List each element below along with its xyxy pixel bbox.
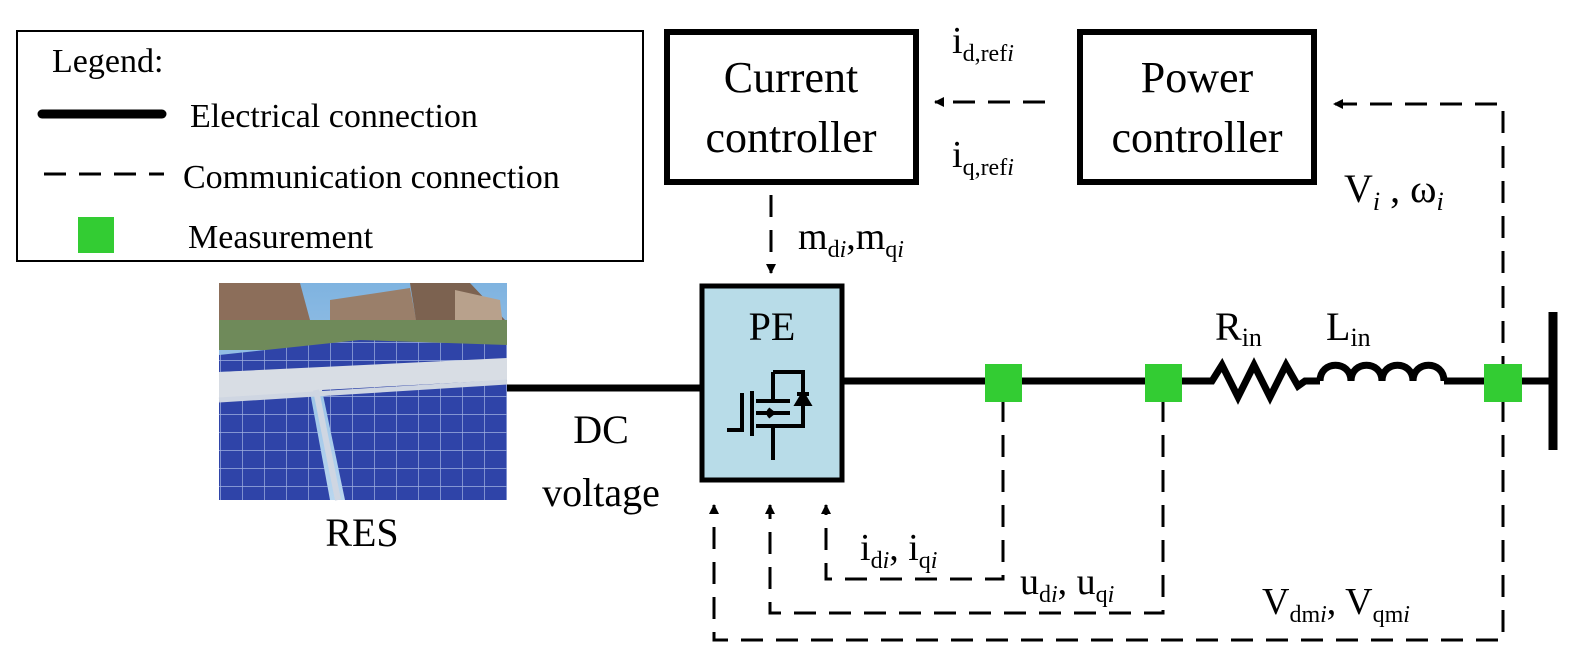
power-controller-label-line2: controller [1111,113,1282,162]
measurement-point-grid [1484,364,1522,402]
legend-box [16,30,644,262]
dc-voltage-label-line1: DC [573,407,629,452]
voltage-measurement-label: udi, uqi [1020,561,1114,608]
current-feedback-path [821,400,1005,581]
inductance-label: Lin [1326,304,1371,352]
measurement-point-current [985,364,1022,402]
mosfet-symbol-icon [727,370,813,460]
voltage-frequency-feedback-path [1333,99,1505,378]
current-controller-label-line2: controller [705,113,876,162]
resistor-symbol-icon [1206,357,1320,405]
legend-electrical-label: Electrical connection [190,98,478,135]
res-label: RES [325,510,398,555]
legend: Legend: Electrical connection Communicat… [16,30,644,262]
resistance-label: Rin [1215,304,1262,352]
legend-communication-label: Communication connection [183,159,560,196]
current-controller-label-line1: Current [724,53,858,102]
current-controller-block: Current controller [664,29,919,185]
power-electronics-block: PE [699,283,845,483]
power-controller-block: Power controller [1077,29,1317,185]
current-controller-box [664,29,919,185]
power-controller-box [1077,29,1317,185]
pe-label: PE [749,304,796,349]
current-measurement-label: idi, iqi [860,527,937,574]
modulation-index-label: mdi,mqi [798,216,904,263]
grid-voltage-feedback-path [709,400,1505,642]
id-ref-label: id,refi [952,20,1014,67]
grid-voltage-measurement-label: Vdmi, Vqmi [1262,581,1410,628]
power-controller-label-line1: Power [1141,53,1254,102]
voltage-feedback-path [765,400,1165,615]
iq-ref-label: iq,refi [952,134,1014,181]
solar-panel-image [218,283,508,501]
legend-measurement-square [78,217,114,253]
legend-title: Legend: [52,43,163,80]
inductor-symbol-icon [1316,361,1448,382]
dc-voltage-label-line2: voltage [542,470,660,515]
legend-measurement-label: Measurement [188,219,374,256]
measurement-point-voltage [1145,364,1182,402]
voltage-frequency-label: Vi , ωi [1344,166,1444,216]
